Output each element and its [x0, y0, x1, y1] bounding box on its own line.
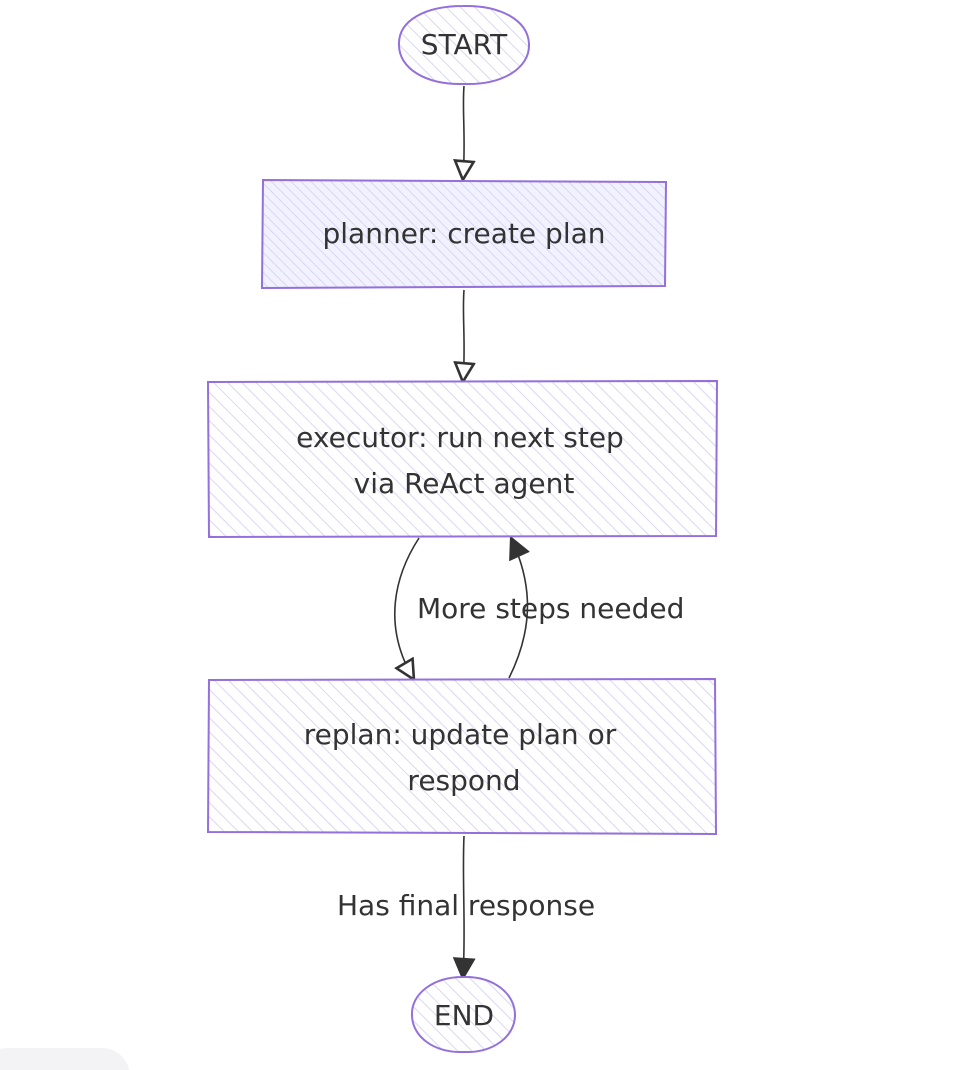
- node-planner: planner: create plan: [260, 178, 668, 290]
- executor-label-line1: executor: run next step: [296, 421, 624, 454]
- node-end: END: [410, 975, 517, 1054]
- edge-executor-to-replan: [395, 537, 420, 678]
- corner-decoration: [0, 1048, 130, 1070]
- edge-replan-to-end: [463, 835, 464, 976]
- edge-replan-to-executor: [508, 540, 527, 679]
- planner-label: planner: create plan: [322, 217, 605, 250]
- edge-planner-to-executor: [463, 289, 464, 380]
- executor-label-line2: via ReAct agent: [354, 467, 575, 500]
- replan-label-line2: respond: [407, 764, 520, 797]
- node-executor: executor: run next step via ReAct agent: [206, 379, 719, 539]
- node-replan: replan: update plan or respond: [206, 677, 718, 836]
- node-start: START: [397, 4, 531, 86]
- edge-label-final-response: Has final response: [337, 889, 595, 922]
- end-label: END: [434, 999, 494, 1032]
- edge-start-to-planner: [463, 85, 464, 178]
- edge-label-more-steps: More steps needed: [417, 592, 684, 625]
- replan-label-line1: replan: update plan or: [304, 718, 617, 751]
- start-label: START: [421, 28, 508, 61]
